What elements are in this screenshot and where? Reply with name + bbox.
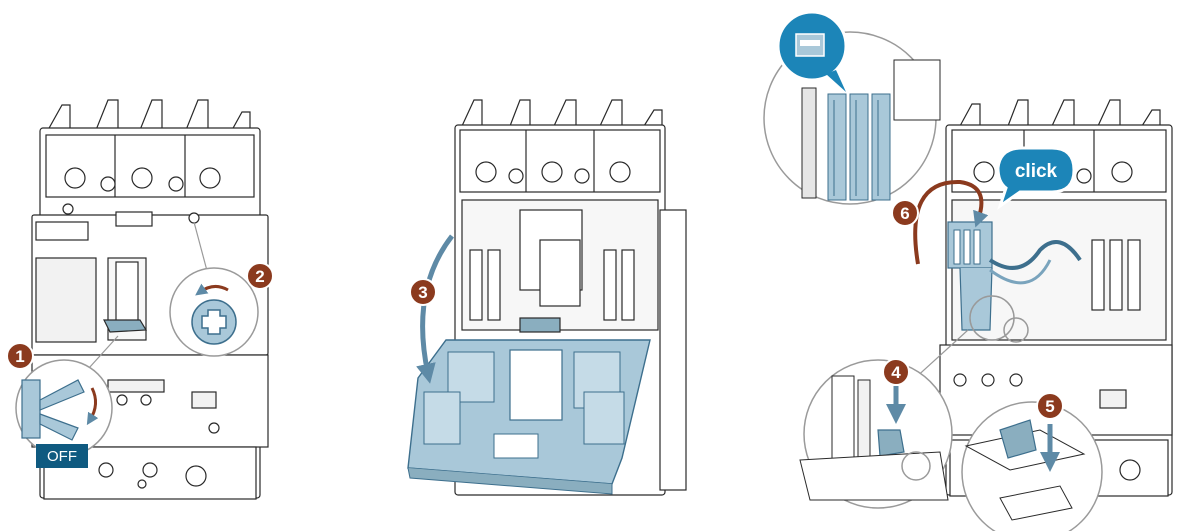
cover-screw-left <box>62 203 74 215</box>
step-badge-3: 3 <box>409 278 437 306</box>
terminal-fins-top-2 <box>461 99 663 127</box>
step-badge-2: 2 <box>246 262 274 290</box>
insert-arrow <box>913 179 989 265</box>
step-number-2: 2 <box>255 267 264 286</box>
step-badge-5: 5 <box>1036 392 1064 420</box>
step-number-3: 3 <box>418 283 427 302</box>
toggle-handle <box>103 319 148 333</box>
detail-circle-plug-connector <box>763 10 941 205</box>
detail-circle-latch <box>799 329 969 509</box>
click-bubble: click <box>996 146 1076 210</box>
step-number-1: 1 <box>15 347 24 366</box>
panel-2-breaker-open <box>454 99 687 496</box>
cross-slot-icon <box>201 309 227 335</box>
terminal-fins-top-3 <box>958 99 1161 127</box>
accessory-cover-panel <box>407 234 651 495</box>
cover-screw-right <box>188 212 200 224</box>
terminal-fins-top <box>46 99 251 131</box>
step-badge-4: 4 <box>882 358 910 386</box>
off-badge: OFF <box>36 444 88 468</box>
step-badge-1: 1 <box>6 342 34 370</box>
step-number-5: 5 <box>1045 397 1054 416</box>
detail-circle-off-switch <box>15 335 119 457</box>
off-label: OFF <box>47 448 77 465</box>
wire-bundle <box>988 240 1082 270</box>
step-number-4: 4 <box>891 363 901 382</box>
click-label: click <box>1015 161 1058 182</box>
auxiliary-module <box>947 221 1082 343</box>
detail-circle-snap <box>961 401 1103 531</box>
step-badge-6: 6 <box>891 199 919 227</box>
detail-circle-cover-screw <box>169 221 259 357</box>
step-number-6: 6 <box>900 204 909 223</box>
